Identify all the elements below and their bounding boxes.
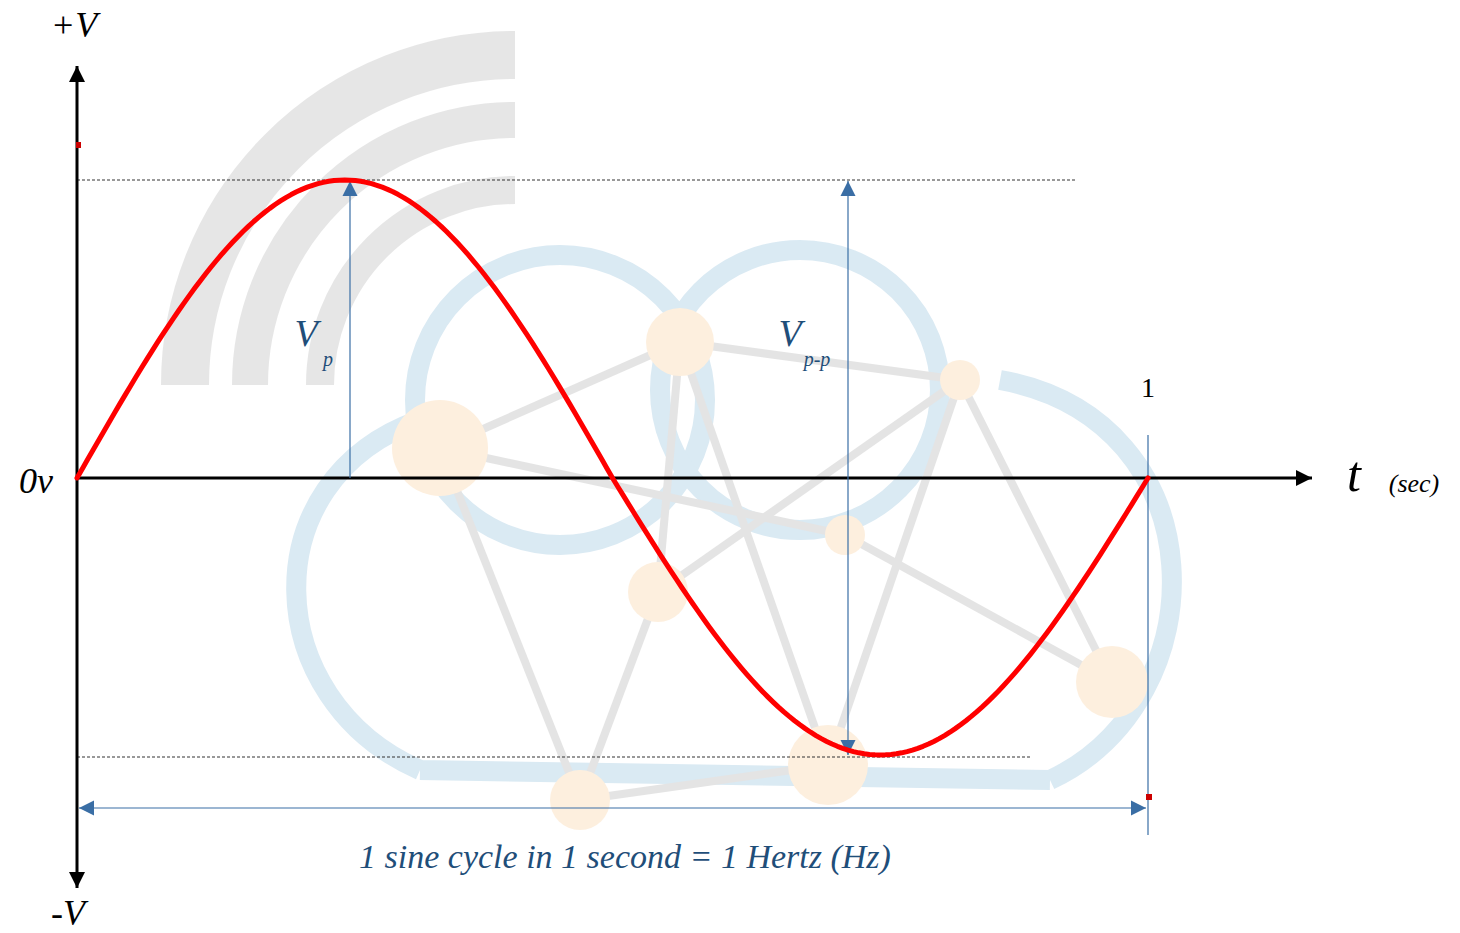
peak-arrow <box>349 181 350 478</box>
watermark-dots <box>392 308 1148 830</box>
voltage-axis <box>76 66 79 478</box>
caption-note: 1 sine cycle in 1 second = 1 Hertz (Hz) <box>359 840 891 874</box>
time-mark: 1 <box>1141 374 1155 402</box>
watermark-arc <box>250 120 515 385</box>
peak-to-peak-arrow <box>847 181 848 755</box>
watermark-network <box>440 342 1112 800</box>
peak-to-peak-symbol: V <box>778 314 801 352</box>
axis-label: t <box>1347 449 1361 499</box>
axis-label: 0v <box>19 463 53 499</box>
voltage-axis <box>76 478 79 888</box>
time-axis <box>77 477 1312 480</box>
sine-wave <box>77 180 1148 755</box>
red-mark <box>1146 794 1152 800</box>
axis-label: -V <box>51 895 85 931</box>
peak-guide <box>77 180 1075 181</box>
peak-subscript: p <box>323 349 333 369</box>
peak-to-peak-subscript: p-p <box>804 349 831 369</box>
unit-label: (sec) <box>1389 471 1440 497</box>
period-arrow <box>79 807 1146 808</box>
axis-label: +V <box>51 7 97 43</box>
period-tick <box>1147 435 1148 835</box>
red-mark <box>76 142 81 148</box>
peak-symbol: V <box>294 314 317 352</box>
watermark-cloud <box>296 380 1172 780</box>
watermark-logo <box>185 55 1172 830</box>
